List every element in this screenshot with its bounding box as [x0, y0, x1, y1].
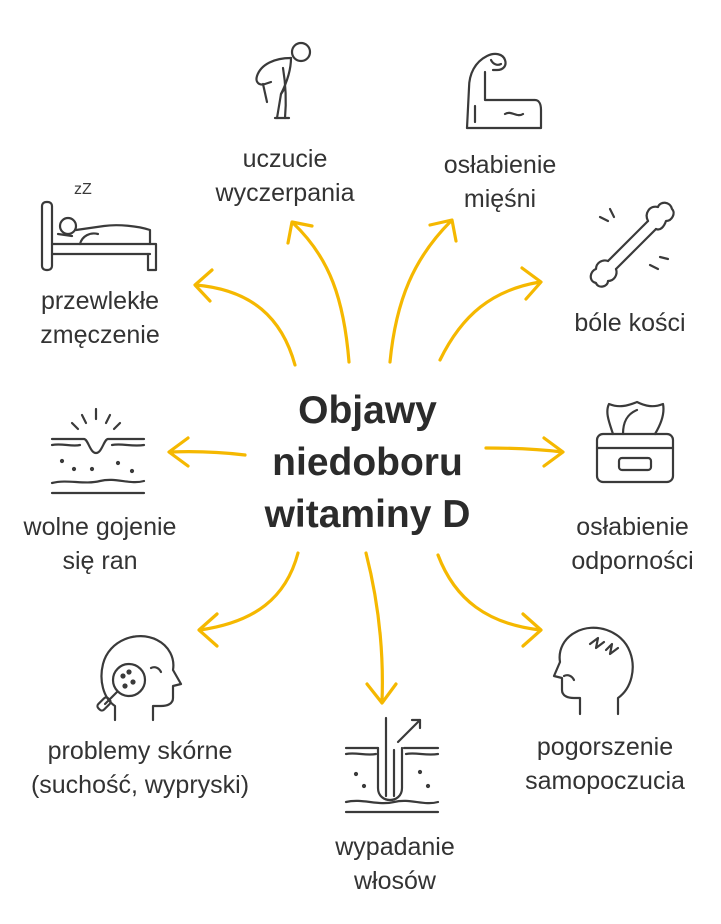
label-chronic-tiredness: przewlekłe zmęczenie: [40, 287, 160, 349]
zz-text: zZ: [74, 181, 92, 198]
label-bone-pain: bóle kości: [574, 309, 686, 337]
label-weakened-immunity: osłabienie odporności: [571, 513, 694, 575]
label-worse-mood: pogorszenie samopoczucia: [525, 733, 685, 795]
hair-follicle-icon: [344, 716, 440, 814]
arrow-to-muscle: [388, 218, 458, 364]
arrow-to-immunity: [484, 436, 565, 468]
bone-icon: [589, 201, 675, 288]
arrow-to-fatigue: [286, 220, 351, 364]
label-hair-loss: wypadanie włosów: [335, 833, 455, 895]
arrow-to-skin: [197, 551, 300, 648]
label-skin-problems: problemy skórne (suchość, wypryski): [30, 737, 250, 799]
head-with-headache-icon: [552, 626, 634, 716]
flexed-arm-icon: [465, 52, 543, 130]
tissue-box-icon: [595, 400, 675, 484]
label-muscle-weakness: osłabienie mięśni: [443, 151, 557, 213]
head-with-magnifier-icon: [96, 635, 183, 722]
arrow-to-chronic-tiredness: [193, 268, 297, 367]
label-wound-healing: wolne gojenie się ran: [23, 513, 177, 575]
skin-wound-icon: [50, 407, 146, 495]
label-fatigue: uczucie wyczerpania: [215, 145, 355, 207]
arrow-to-wound-healing: [167, 436, 247, 468]
arrow-to-bone-pain: [438, 266, 543, 362]
diagram-title: Objawy niedoboru witaminy D: [264, 389, 471, 536]
arrow-to-hair-loss: [364, 551, 398, 705]
arrow-to-mood: [436, 553, 543, 648]
person-sleeping-in-bed-icon: zZ: [40, 181, 158, 272]
exhausted-person-icon: [255, 41, 312, 120]
